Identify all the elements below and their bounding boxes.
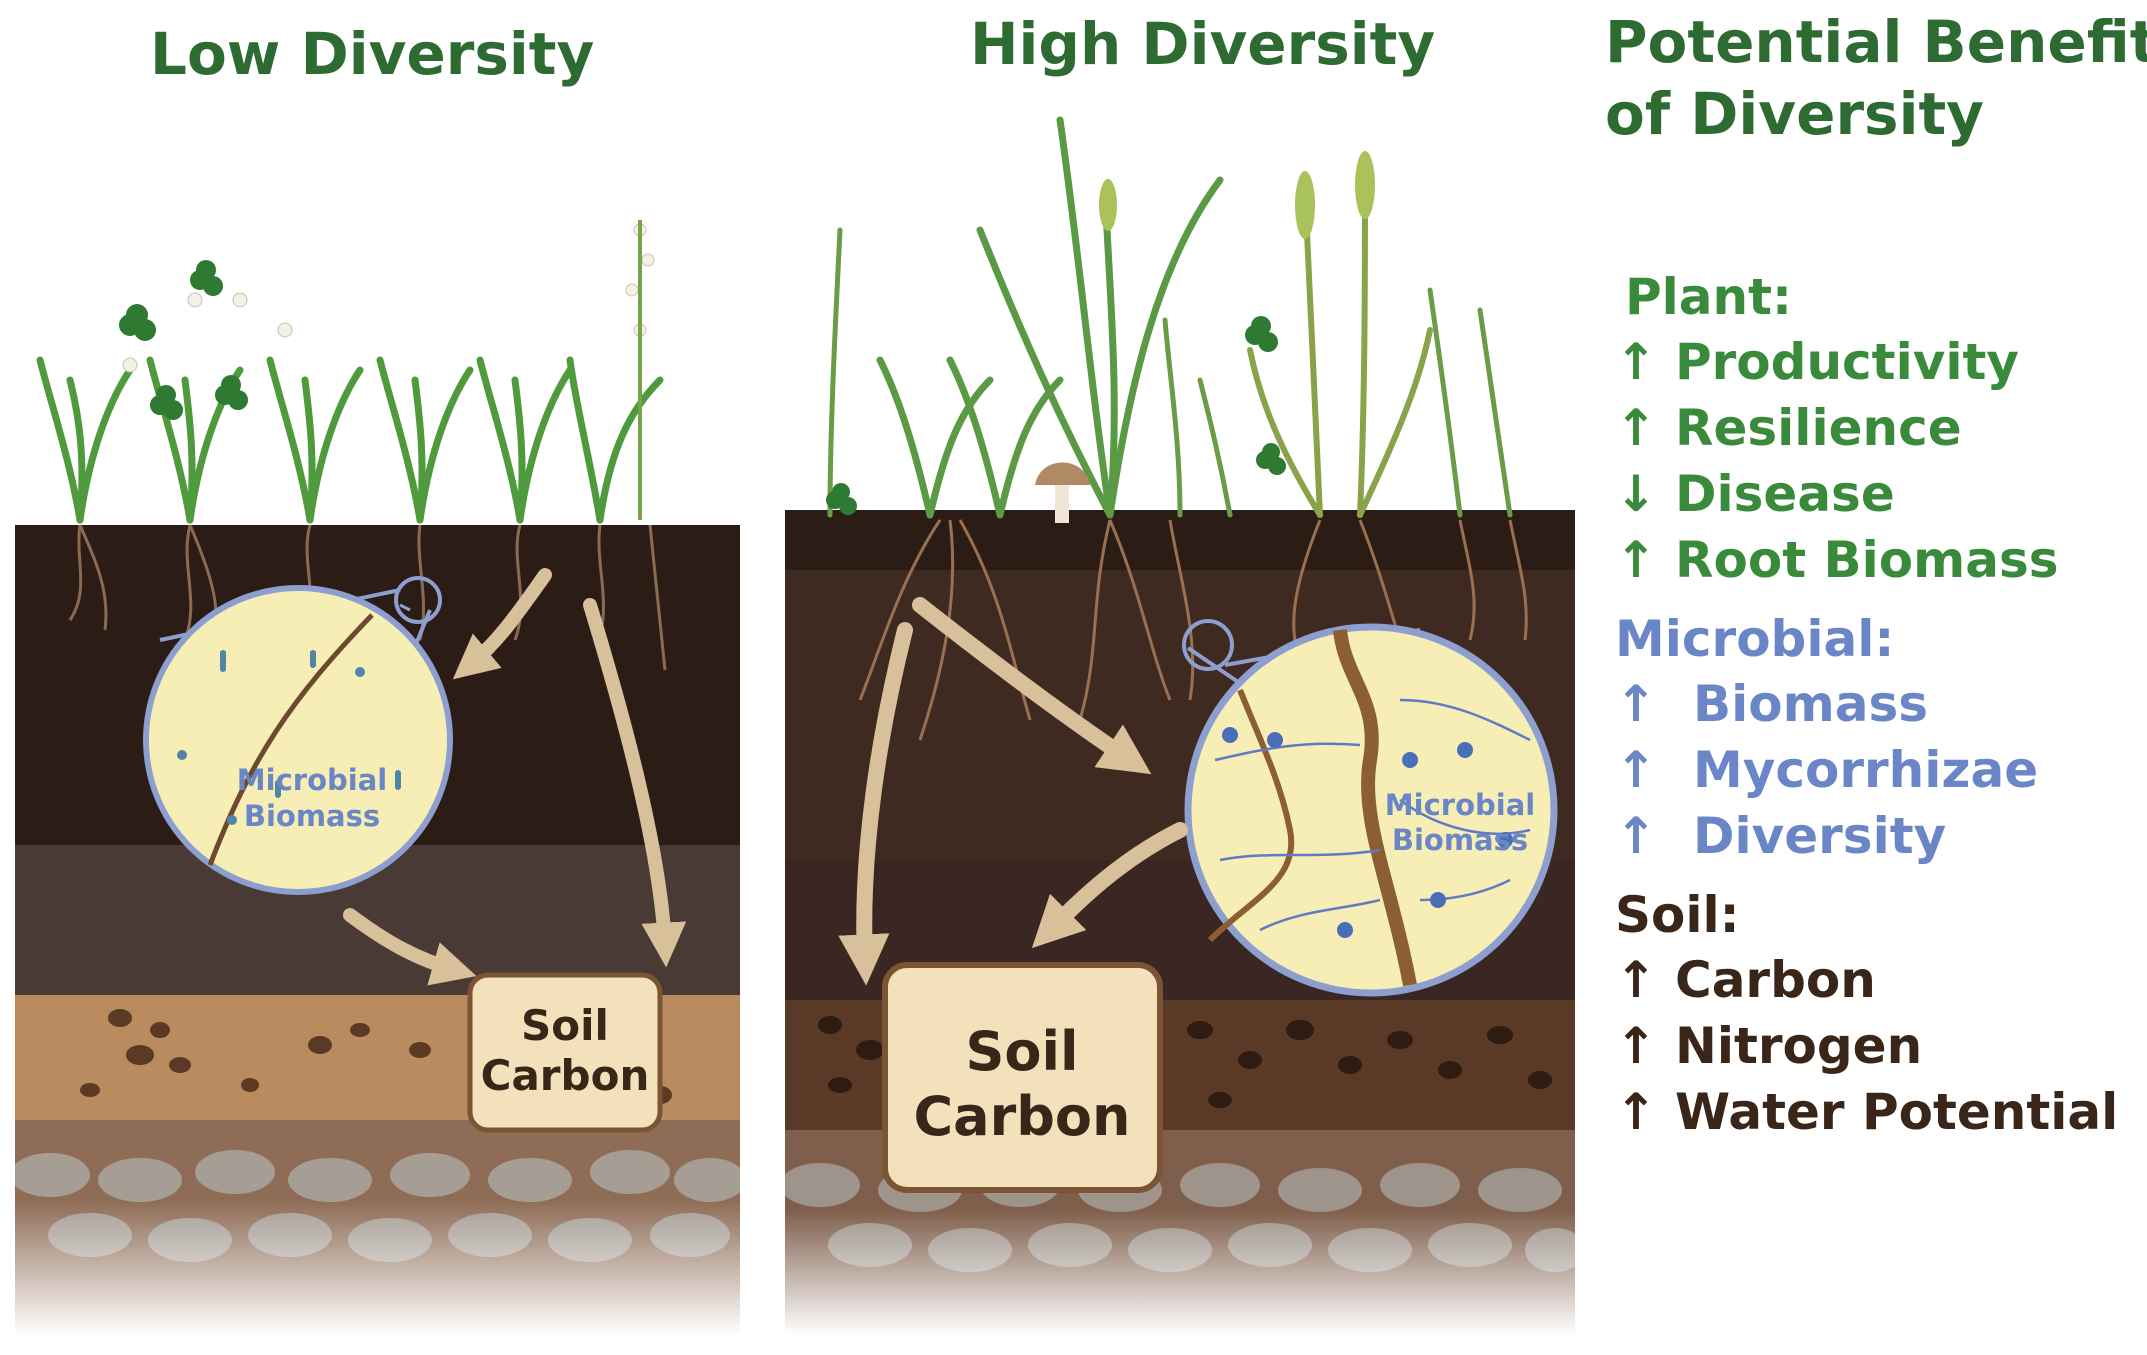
up-arrow-icon: ↑ [1615, 531, 1657, 589]
low-microbial-label-2: Biomass [244, 799, 380, 833]
up-arrow-icon: ↑ [1615, 675, 1657, 733]
benefits-title-line2: of Diversity [1605, 80, 1984, 148]
low-fade-overlay [15, 1200, 740, 1335]
up-arrow-icon: ↑ [1615, 951, 1657, 1009]
benefit-label: Water Potential [1675, 1083, 2119, 1141]
low-bacteria-icons [177, 650, 401, 825]
list-item: ↑ Root Biomass [1615, 527, 2135, 593]
up-arrow-icon: ↑ [1615, 333, 1657, 391]
high-spore-icons [1222, 727, 1513, 938]
up-arrow-icon: ↑ [1615, 1017, 1657, 1075]
low-carbon-flow-arrows [343, 568, 687, 986]
plant-benefits: Plant: ↑ Productivity ↑ Resilience ↓ Diseas… [1615, 265, 2135, 593]
high-soil-carbon-label-2: Carbon [914, 1085, 1131, 1148]
benefit-label: Nitrogen [1675, 1017, 1923, 1075]
list-item: ↓ Disease [1615, 461, 2135, 527]
high-soil-pebbles [818, 1016, 1552, 1108]
grain-head-icon [1099, 151, 1375, 239]
high-microbial-lens: Microbial Biomass [1182, 619, 1558, 997]
up-arrow-icon: ↑ [1615, 807, 1657, 865]
high-carbon-flow-arrows [838, 597, 1188, 986]
high-main-root [1333, 629, 1417, 987]
soil-heading: Soil: [1615, 886, 1740, 944]
low-lens-focus-ring [394, 576, 442, 624]
benefit-label: Disease [1675, 465, 1895, 523]
high-fade-overlay [785, 1210, 1575, 1335]
benefit-label: Mycorrhizae [1693, 741, 2039, 799]
clover-icon [119, 260, 248, 420]
low-soil-pebbles [80, 1009, 672, 1104]
high-mycorrhizae-hyphae [1214, 698, 1531, 932]
list-item: ↑ Mycorrhizae [1615, 737, 2135, 803]
list-item: ↑ Carbon [1615, 947, 2135, 1013]
high-microbial-label-1: Microbial [1385, 788, 1535, 822]
low-diversity-title: Low Diversity [150, 20, 595, 88]
high-small-plants [827, 227, 1513, 518]
high-lens-focus-ring [1182, 619, 1234, 671]
low-soil-carbon-box: Soil Carbon [467, 972, 663, 1133]
list-item: ↑ Nitrogen [1615, 1013, 2135, 1079]
up-arrow-icon: ↑ [1615, 399, 1657, 457]
list-item: ↑ Biomass [1615, 671, 2135, 737]
plant-heading: Plant: [1625, 268, 1793, 326]
mushroom-icon [1035, 462, 1090, 523]
up-arrow-icon: ↑ [1615, 741, 1657, 799]
low-soil-carbon-label-1: Soil [521, 1001, 609, 1050]
down-arrow-icon: ↓ [1615, 465, 1657, 523]
benefit-label: Root Biomass [1675, 531, 2059, 589]
high-surface-layer [785, 510, 1575, 570]
clover-icon [826, 316, 1286, 515]
microbial-benefits: Microbial: ↑ Biomass ↑ Mycorrhizae ↑ Divers… [1615, 607, 2135, 869]
up-arrow-icon: ↑ [1615, 1083, 1657, 1141]
low-microbial-label-1: Microbial [237, 763, 387, 797]
benefit-label: Productivity [1675, 333, 2019, 391]
white-flower-icon [122, 223, 655, 373]
benefit-label: Resilience [1675, 399, 1962, 457]
list-item: ↑ Diversity [1615, 803, 2135, 869]
low-microbial-lens: Microbial Biomass [143, 576, 453, 895]
microbial-heading: Microbial: [1615, 610, 1895, 668]
high-soil-carbon-label-1: Soil [965, 1020, 1078, 1083]
benefits-title-line1: Potential Benefits [1605, 8, 2147, 76]
benefits-list: Plant: ↑ Productivity ↑ Resilience ↓ Diseas… [1615, 265, 2135, 1159]
list-item: ↑ Productivity [1615, 329, 2135, 395]
soil-benefits: Soil: ↑ Carbon ↑ Nitrogen ↑ Water Potential [1615, 883, 2135, 1145]
low-soil-carbon-label-2: Carbon [481, 1051, 650, 1100]
high-diversity-title: High Diversity [970, 10, 1436, 78]
high-soil-carbon-box: Soil Carbon [882, 962, 1163, 1193]
benefit-label: Biomass [1693, 675, 1928, 733]
low-root-hair [207, 613, 374, 866]
list-item: ↑ Resilience [1615, 395, 2135, 461]
benefit-label: Diversity [1693, 807, 1947, 865]
benefit-label: Carbon [1675, 951, 1876, 1009]
low-grass-plants [36, 356, 664, 524]
high-tall-grass [876, 116, 1224, 519]
list-item: ↑ Water Potential [1615, 1079, 2135, 1145]
high-microbial-label-2: Biomass [1392, 823, 1528, 857]
